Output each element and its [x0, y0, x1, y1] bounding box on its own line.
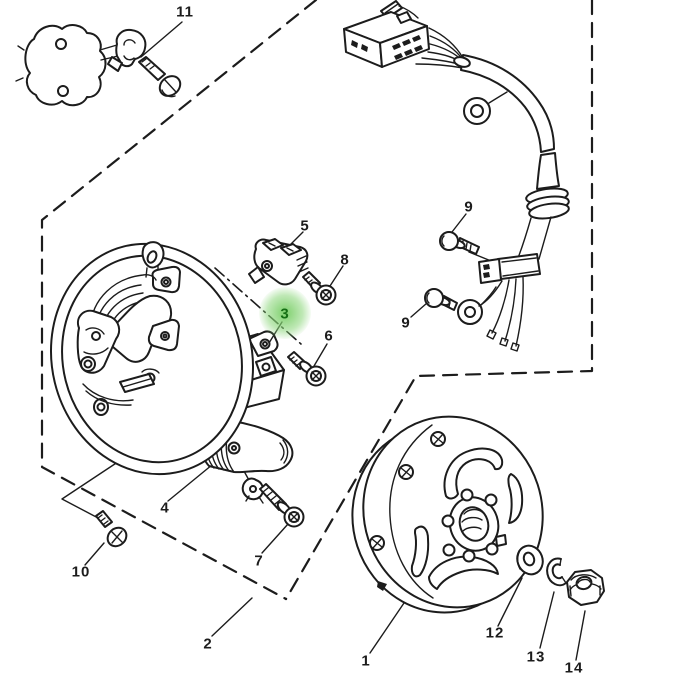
part-label-14[interactable]: 14 — [564, 659, 584, 674]
part-label-13[interactable]: 13 — [526, 648, 546, 666]
flywheel-rotor — [351, 415, 544, 614]
cable-clamp — [115, 28, 147, 68]
wiring-harness — [343, 0, 570, 352]
clamp-screw — [138, 56, 166, 81]
screw-9-upper — [439, 231, 480, 255]
coil-bracket — [248, 238, 309, 286]
screw-7 — [259, 483, 305, 528]
part-label-8[interactable]: 8 — [340, 251, 350, 269]
part-label-9-5[interactable]: 9 — [464, 198, 474, 216]
screw-6 — [287, 351, 327, 387]
part-label-3[interactable]: 3 — [280, 305, 290, 323]
screw-9-lower — [424, 288, 458, 311]
screw-10 — [95, 510, 128, 548]
part-label-7[interactable]: 7 — [254, 552, 264, 570]
bracket-plate — [24, 24, 107, 107]
part-label-10[interactable]: 10 — [71, 563, 91, 581]
part-label-5[interactable]: 5 — [300, 217, 310, 235]
harness-tail-wires — [478, 276, 524, 352]
timing-mark — [377, 581, 387, 591]
dashed-group-outlines — [40, 0, 594, 601]
washer — [516, 544, 544, 576]
wire-clamp-assembly — [15, 24, 182, 107]
part-label-6[interactable]: 6 — [324, 327, 334, 345]
part-label-4[interactable]: 4 — [160, 499, 170, 517]
coil-clip — [241, 477, 265, 501]
hex-nut — [566, 569, 605, 606]
ring-terminal-upper — [463, 97, 491, 125]
rotor-face-screws — [369, 431, 446, 551]
part-label-2[interactable]: 2 — [203, 635, 213, 653]
stator-plate — [49, 241, 255, 476]
lock-washer — [546, 557, 567, 587]
screw-8 — [302, 271, 337, 306]
part-label-12[interactable]: 12 — [485, 624, 505, 642]
highlight-glow — [259, 287, 311, 339]
part-label-9-6[interactable]: 9 — [401, 314, 411, 332]
rotor-slot — [443, 447, 504, 500]
connector-pins — [392, 35, 423, 60]
ring-terminal — [457, 299, 483, 325]
part-label-11[interactable]: 11 — [176, 3, 194, 21]
part-label-1[interactable]: 1 — [361, 652, 371, 670]
